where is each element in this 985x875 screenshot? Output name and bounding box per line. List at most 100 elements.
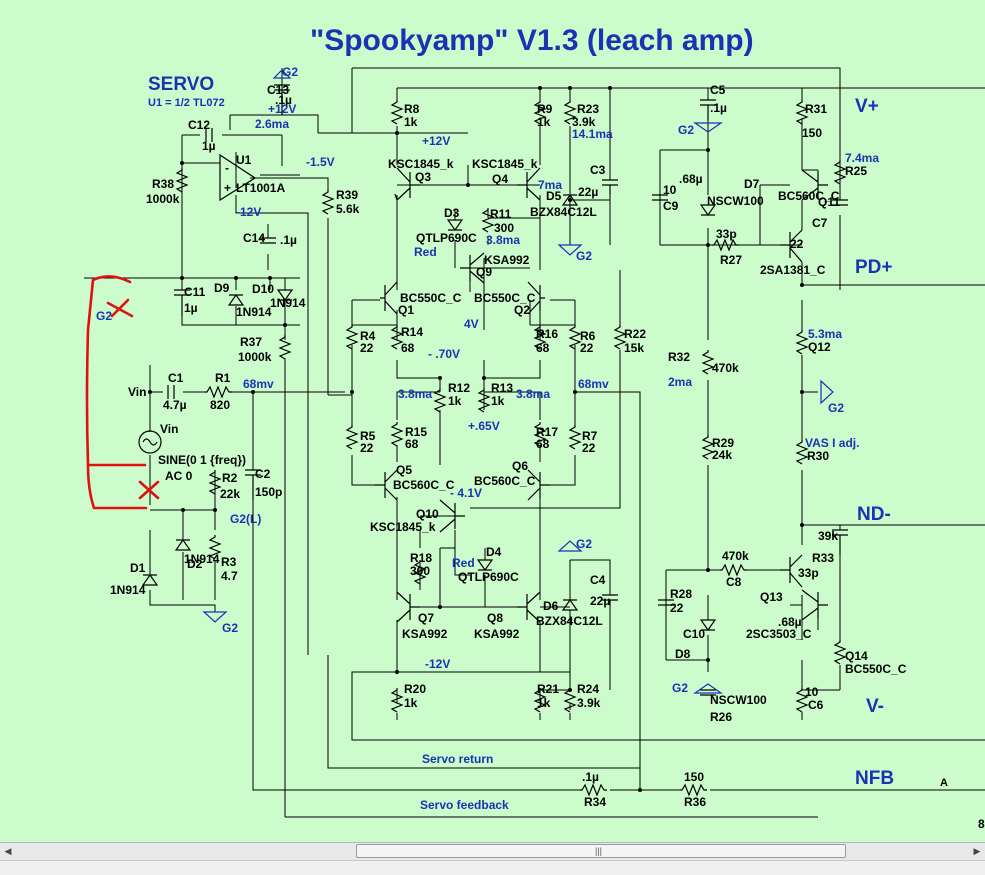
ground-icon (272, 69, 292, 79)
component-label: NSCW100 (710, 693, 767, 707)
component-label: 68 (536, 437, 550, 451)
component-label: .68µ (679, 172, 703, 186)
component-label: D10 (252, 282, 274, 296)
horizontal-scrollbar[interactable]: ◀ ||| ▶ (0, 842, 985, 860)
component-label: KSC1845_k (472, 157, 538, 171)
diode-d9 (227, 293, 245, 306)
resistor-r20 (390, 688, 404, 713)
component-label: 22 (360, 441, 374, 455)
component-label: 1000k (146, 192, 180, 206)
transistor-q9 (460, 252, 485, 284)
component-label: R20 (404, 682, 426, 696)
component-label: 820 (978, 817, 985, 831)
component-label: 300 (494, 221, 514, 235)
component-label: 22k (0, 0, 20, 3)
resistor-r9 (533, 100, 547, 125)
component-label: 820 (210, 398, 230, 412)
wire (351, 559, 985, 741)
component-label: 4V (464, 317, 479, 331)
component-label: 22 (790, 237, 804, 251)
component-label: -12V (236, 205, 261, 219)
net-g2: G2 (828, 401, 844, 415)
net-g2: G2 (96, 309, 112, 323)
component-label: 150 (684, 770, 704, 784)
component-label: BZX84C12L (530, 205, 597, 219)
capacitor-c8 (832, 529, 848, 555)
component-label: R28 (670, 587, 692, 601)
resistor-r32 (795, 330, 809, 355)
net-g2: G2 (282, 65, 298, 79)
servo-heading: SERVO (148, 74, 214, 95)
capacitor-c3 (602, 179, 618, 195)
component-label: BC560C_C (393, 478, 455, 492)
transistor-q13 (780, 554, 803, 588)
component-label: 3.8ma (486, 233, 520, 247)
component-label: C6 (808, 698, 824, 712)
component-label: C8 (726, 575, 742, 589)
component-label: 22µ (578, 185, 598, 199)
resistor-r27 (712, 238, 739, 252)
component-label: 1N914 (110, 583, 146, 597)
component-label: 4.7µ (163, 398, 187, 412)
capacitor-c5 (700, 99, 716, 120)
component-label: Q2 (514, 303, 530, 317)
component-label: R3 (221, 555, 237, 569)
resistor-r31 (795, 100, 809, 125)
component-label: R13 (491, 381, 513, 395)
component-label: .1µ (710, 101, 727, 115)
resistor-r21 (533, 688, 547, 713)
wire (665, 470, 985, 720)
resistor-r37 (278, 335, 292, 360)
component-label: 1k (537, 115, 551, 129)
opamp-u1 (219, 153, 257, 202)
component-label: R2 (222, 471, 238, 485)
net-vin: Vin (128, 385, 146, 399)
component-label: 5.3ma (808, 327, 842, 341)
component-label: BC550C_C (845, 662, 907, 676)
component-label: 33p (716, 227, 737, 241)
transistor-q5 (375, 469, 398, 501)
component-label: NSCW100 (707, 194, 764, 208)
resistors (175, 100, 847, 797)
component-label: D3 (444, 206, 460, 220)
scroll-right-icon[interactable]: ▶ (973, 846, 981, 856)
component-label: R37 (240, 335, 262, 349)
component-label: C4 (590, 573, 606, 587)
status-strip (0, 860, 985, 875)
component-label: C14 (243, 231, 265, 245)
diode-d7 (699, 204, 717, 217)
component-label: LT1001A (236, 181, 285, 195)
component-label: 1N914 (270, 296, 306, 310)
net-g2l: G2(L) (230, 512, 261, 526)
component-label: 3.9k (577, 696, 601, 710)
component-label: 2ma (668, 375, 692, 389)
transistor-q11 (801, 169, 828, 201)
component-label: 3.9k (572, 115, 596, 129)
component-labels: C13.1µ+12V2.6maC121µU1-1.5VR381000kLT100… (0, 0, 985, 831)
diode-d4 (476, 559, 494, 572)
capacitor-c13 (274, 84, 290, 115)
transistors (375, 167, 828, 623)
component-label: R29 (712, 436, 734, 450)
component-label: 3.8ma (398, 387, 432, 401)
ground-icon (557, 244, 583, 256)
scrollbar-thumb[interactable]: ||| (356, 844, 846, 858)
resistor-r1 (205, 385, 232, 399)
component-label: U1 (236, 153, 252, 167)
capacitor-c7 (832, 199, 848, 206)
resistor-r4 (345, 325, 359, 350)
ground-icon (820, 379, 834, 405)
component-label: KSC1845_k (388, 157, 454, 171)
component-label: 470k (712, 361, 739, 375)
scroll-left-icon[interactable]: ◀ (4, 846, 12, 856)
component-label: BZX84C12L (536, 614, 603, 628)
component-label: - 4.1V (450, 486, 482, 500)
resistor-r7 (568, 425, 582, 450)
component-label: C3 (590, 163, 606, 177)
diode-d2 (174, 538, 192, 551)
component-label: AC (0, 0, 18, 3)
component-label: 68 (405, 437, 419, 451)
schematic-canvas[interactable]: - + "Spookyamp" V1.3 (leach amp) SERVO U… (0, 0, 985, 842)
component-label: -1.5V (306, 155, 335, 169)
resistor-r36 (580, 783, 607, 797)
